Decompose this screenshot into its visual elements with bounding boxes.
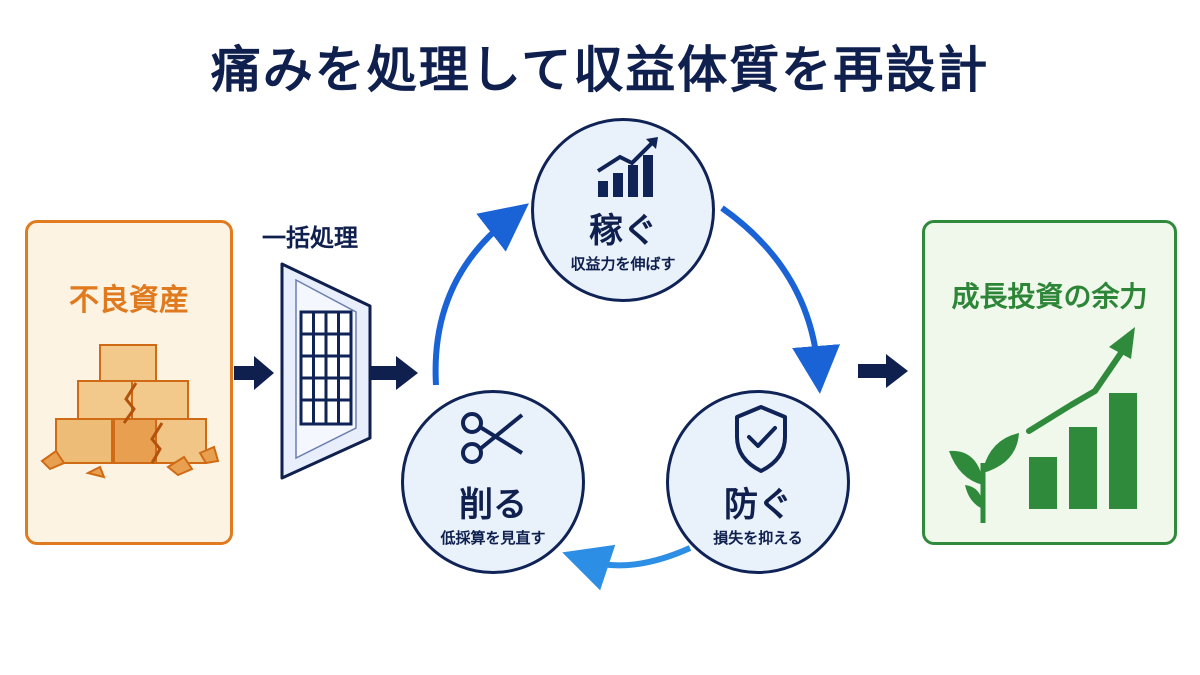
cycle-arrow-cut-to-earn [432, 203, 529, 386]
cycle-earn: 稼ぐ 収益力を伸ばす [531, 118, 715, 302]
bad-assets-label: 不良資産 [69, 283, 189, 318]
cut-subtitle: 低採算を見直す [440, 529, 546, 547]
arrow-cycle-to-growth [858, 354, 908, 388]
prevent-title: 防ぐ [724, 485, 792, 525]
bulk-processing-label: 一括処理 [262, 224, 358, 252]
arrow-filter-to-cycle [370, 356, 418, 390]
growth-capacity-label: 成長投資の余力 [951, 280, 1148, 313]
page-title: 痛みを処理して収益体質を再設計 [210, 41, 990, 99]
growth-capacity-box: 成長投資の余力 [922, 220, 1177, 545]
cycle-prevent: 防ぐ 損失を抑える [666, 390, 850, 574]
growth-bars-icon [596, 137, 658, 197]
broken-boxes-icon [40, 344, 220, 479]
shield-check-icon [735, 405, 787, 473]
sprout-icon [949, 433, 1019, 523]
earn-subtitle: 収益力を伸ばす [570, 255, 676, 273]
cycle-arrow-earn-to-prevent [720, 205, 840, 394]
bad-assets-box: 不良資産 [25, 220, 233, 545]
rising-bars-icon [1026, 327, 1137, 509]
scissors-icon [461, 412, 524, 464]
growth-chart-graphic [949, 327, 1137, 523]
cycle-cut: 削る 低採算を見直す [401, 390, 585, 574]
earn-title: 稼ぐ [589, 211, 657, 251]
cycle-arrow-prevent-to-cut [562, 544, 692, 591]
prevent-subtitle: 損失を抑える [713, 529, 803, 547]
cut-title: 削る [459, 485, 527, 525]
arrow-bad-to-filter [234, 356, 274, 390]
